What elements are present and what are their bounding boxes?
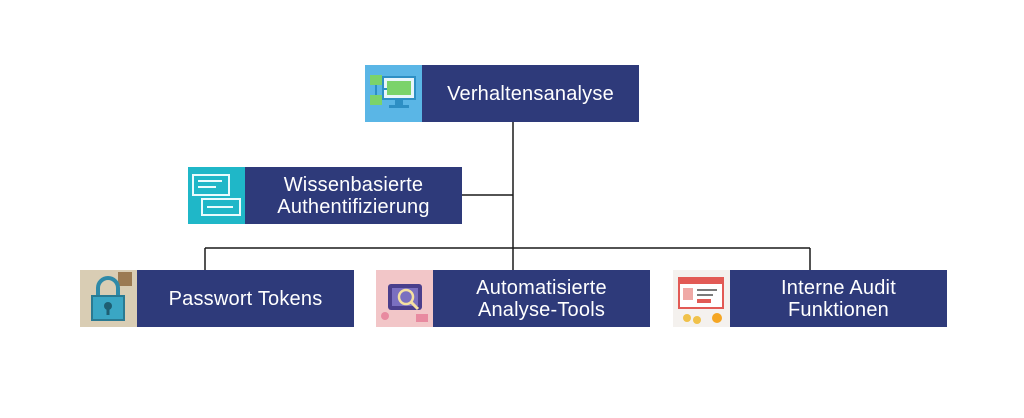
child-node-3-line2: Funktionen — [788, 298, 889, 321]
root-node: Verhaltensanalyse — [365, 65, 639, 122]
side-node-label: Wissenbasierte Authentifizierung — [245, 167, 462, 224]
root-node-text: Verhaltensanalyse — [447, 82, 614, 105]
child-node-3-line1: Interne Audit — [781, 276, 896, 299]
child-node-1-label: Passwort Tokens — [137, 270, 354, 327]
child-node-2-label: Automatisierte Analyse-Tools — [433, 270, 650, 327]
child-node-1-line1: Passwort Tokens — [168, 287, 323, 310]
child-node-1: Passwort Tokens — [80, 270, 354, 327]
side-node: Wissenbasierte Authentifizierung — [188, 167, 462, 224]
side-node-line1: Wissenbasierte — [283, 173, 424, 196]
child-node-3-label: Interne Audit Funktionen — [730, 270, 947, 327]
audit-dashboard-icon — [673, 270, 730, 327]
child-node-2-line2: Analyse-Tools — [477, 298, 606, 321]
padlock-icon — [80, 270, 137, 327]
child-node-2: Automatisierte Analyse-Tools — [376, 270, 650, 327]
root-node-label: Verhaltensanalyse — [422, 65, 639, 122]
child-node-3: Interne Audit Funktionen — [673, 270, 947, 327]
side-node-line2: Authentifizierung — [277, 195, 430, 218]
magnifier-device-icon — [376, 270, 433, 327]
child-node-2-line1: Automatisierte — [476, 276, 607, 299]
chat-bubbles-icon — [188, 167, 245, 224]
monitor-network-icon — [365, 65, 422, 122]
